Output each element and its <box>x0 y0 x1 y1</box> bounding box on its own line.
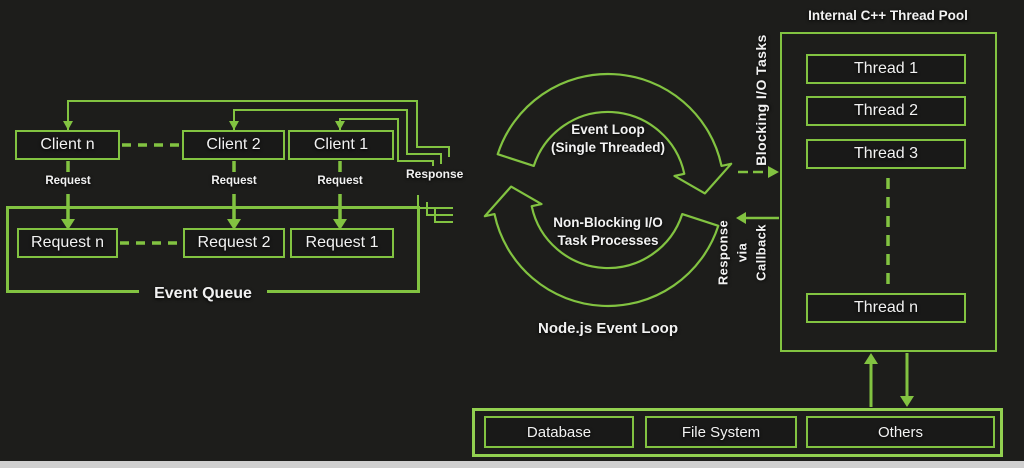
thread-2-box: Thread 2 <box>806 96 966 126</box>
blocking-io-arrow <box>738 166 779 178</box>
dashed-connectors <box>120 143 181 245</box>
thread-pool-container <box>780 32 997 352</box>
event-loop-bottom-arc <box>483 185 720 308</box>
resources-container <box>472 408 1003 457</box>
callback-arrow <box>736 212 779 224</box>
response-via-callback-label: Response via Callback <box>714 208 771 298</box>
event-loop-bottom-label: Non-Blocking I/O Task Processes <box>518 214 698 250</box>
callback-label-line3: Callback <box>753 224 769 281</box>
bottom-edge-strip <box>0 461 1024 468</box>
event-loop-top-label-line2: (Single Threaded) <box>550 139 665 155</box>
event-loop-bottom-label-line1: Non-Blocking I/O <box>553 215 663 230</box>
event-loop-caption: Node.js Event Loop <box>537 320 678 337</box>
event-loop-bottom-label-line2: Task Processes <box>557 232 659 248</box>
request-label-client-2: Request <box>211 175 257 187</box>
event-loop-top-label-line1: Event Loop <box>571 122 645 137</box>
request-1-box: Request 1 <box>290 228 394 258</box>
request-arrowheads <box>61 219 347 230</box>
blocking-io-tasks-label: Blocking I/O Tasks <box>753 34 769 166</box>
thread-pool-title: Internal C++ Thread Pool <box>808 8 968 23</box>
client-1-box: Client 1 <box>288 130 394 160</box>
thread-n-box: Thread n <box>806 293 966 323</box>
request-label-client-1: Request <box>317 175 363 187</box>
file-system-box: File System <box>645 416 797 448</box>
thread-3-box: Thread 3 <box>806 139 966 169</box>
client-n-box: Client n <box>15 130 120 160</box>
others-box: Others <box>806 416 995 448</box>
request-label-client-n: Request <box>45 175 91 187</box>
event-queue-label: Event Queue <box>139 284 267 304</box>
request-2-box: Request 2 <box>183 228 285 258</box>
thread-1-box: Thread 1 <box>806 54 966 84</box>
callback-label-line2: via <box>734 242 750 263</box>
response-label: Response <box>402 166 464 182</box>
event-loop-arcs <box>483 72 733 308</box>
event-loop-top-label: Event Loop (Single Threaded) <box>518 121 698 157</box>
pool-resource-arrows <box>864 353 914 407</box>
callback-label-line1: Response <box>715 219 731 286</box>
request-n-box: Request n <box>17 228 118 258</box>
event-loop-top-arc <box>496 72 733 195</box>
database-box: Database <box>484 416 634 448</box>
response-lines <box>67 100 453 223</box>
client-2-box: Client 2 <box>182 130 285 160</box>
response-arrowheads <box>63 121 345 130</box>
